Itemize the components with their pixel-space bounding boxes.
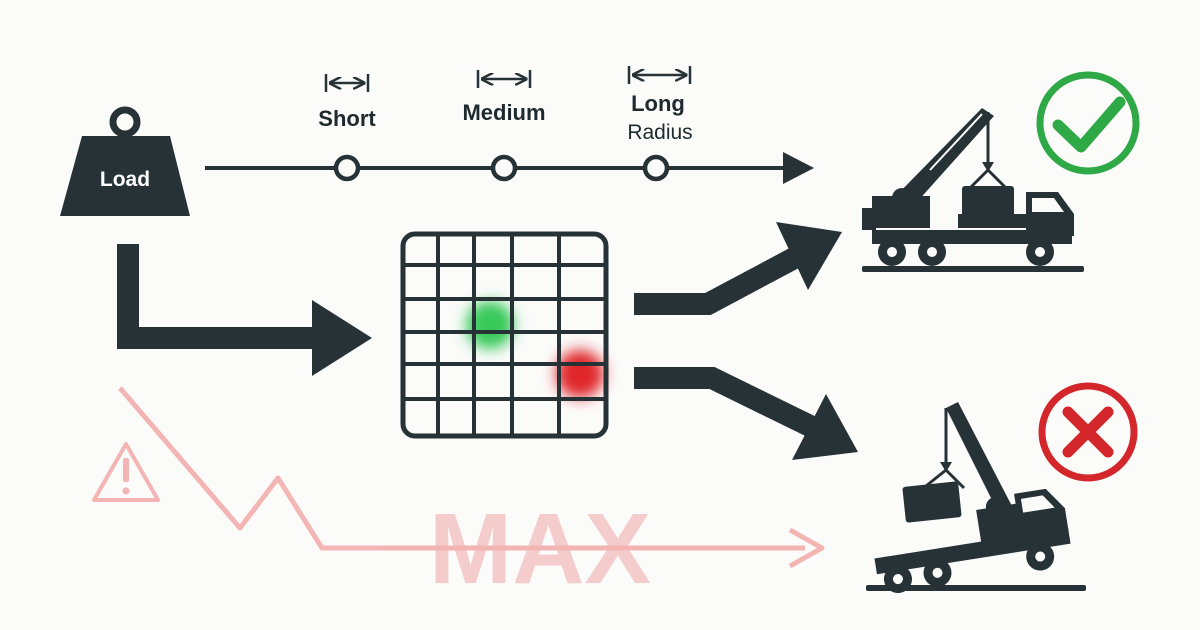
- radius-axis-label: Radius: [627, 121, 692, 144]
- load-chart-grid: [400, 231, 609, 439]
- radius-long-label: Long: [631, 91, 685, 116]
- safe-outcome-arrow: [634, 222, 842, 315]
- unsafe-cell-highlight: [556, 350, 604, 398]
- crane-truck-tipping-icon: [866, 402, 1086, 594]
- radius-medium-label: Medium: [462, 100, 545, 125]
- radius-short-label: Short: [318, 106, 376, 131]
- weight-icon: Load: [60, 106, 190, 216]
- radius-marker-medium: Medium: [462, 70, 546, 182]
- radius-marker-long: Long Radius: [627, 66, 693, 182]
- safe-cell-highlight: [466, 301, 514, 349]
- radius-axis-arrow-head: [783, 152, 814, 184]
- x-circle-icon: [1038, 382, 1138, 482]
- radius-marker-short: Short: [318, 74, 376, 182]
- overload-warning-graphic: MAX: [92, 386, 825, 605]
- overload-zigzag-line: [118, 386, 805, 551]
- check-circle-icon: [1036, 71, 1140, 175]
- unsafe-outcome-arrow: [634, 367, 858, 460]
- load-to-chart-arrow: [117, 244, 372, 376]
- warning-triangle-icon: [92, 442, 160, 502]
- crane-truck-upright-icon: [862, 108, 1084, 272]
- overload-arrow-head: [788, 527, 825, 569]
- load-label: Load: [100, 168, 150, 191]
- radius-scale: Short Medium Long Radius: [205, 66, 814, 184]
